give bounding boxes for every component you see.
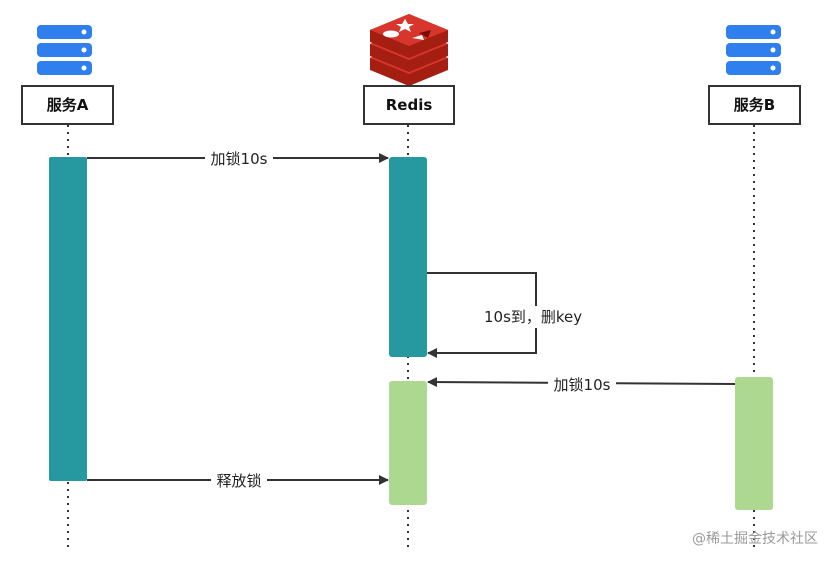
participant-redis: Redis [363,85,455,125]
participant-service-a-label: 服务A [47,96,89,114]
watermark: @稀土掘金技术社区 [692,531,818,547]
participant-service-b: 服务B [708,85,801,125]
participant-redis-label: Redis [386,96,433,114]
message-label-a-release: 释放锁 [216,472,261,490]
message-label-b-lock: 加锁10s [554,376,611,394]
activation-redis-b [389,381,427,505]
message-label-a-lock: 加锁10s [211,150,268,168]
activation-service-b [735,377,773,510]
message-label-expire: 10s到，删key [484,308,582,326]
participant-service-a: 服务A [21,85,114,125]
server-icon-a [37,25,92,75]
server-icon-b [726,25,781,75]
activation-redis-a [389,157,427,357]
activation-service-a [49,157,87,481]
participant-service-b-label: 服务B [734,96,775,114]
redis-logo-icon [370,14,448,86]
